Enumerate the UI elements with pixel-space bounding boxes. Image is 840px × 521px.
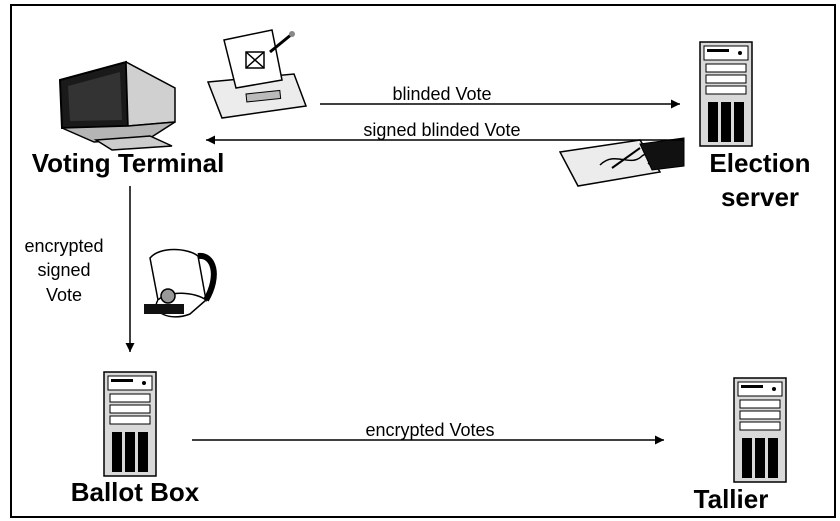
election-server-icon xyxy=(699,41,753,147)
encrypted-signed-vote-line1: encrypted xyxy=(24,236,103,256)
signed-blinded-vote-label: signed blinded Vote xyxy=(363,120,520,140)
monitor-icon xyxy=(58,60,176,151)
encrypted-scroll-icon xyxy=(144,248,217,318)
diagram-frame xyxy=(10,4,836,518)
ballot-document-icon xyxy=(206,29,308,119)
tallier-label: Tallier xyxy=(694,484,769,514)
voting-terminal-label: Voting Terminal xyxy=(32,148,225,178)
blinded-vote-label: blinded Vote xyxy=(392,84,491,104)
tallier-server-icon xyxy=(733,377,787,483)
ballot-box-label: Ballot Box xyxy=(71,477,200,507)
ballot-box-server-icon xyxy=(103,371,157,477)
encrypted-signed-vote-line3: Vote xyxy=(46,285,82,305)
signing-hand-icon xyxy=(558,137,685,187)
encrypted-votes-label: encrypted Votes xyxy=(365,420,494,440)
election-server-label-line1: Election xyxy=(709,148,810,178)
encrypted-signed-vote-line2: signed xyxy=(37,260,90,280)
election-server-label-line2: server xyxy=(721,182,799,212)
